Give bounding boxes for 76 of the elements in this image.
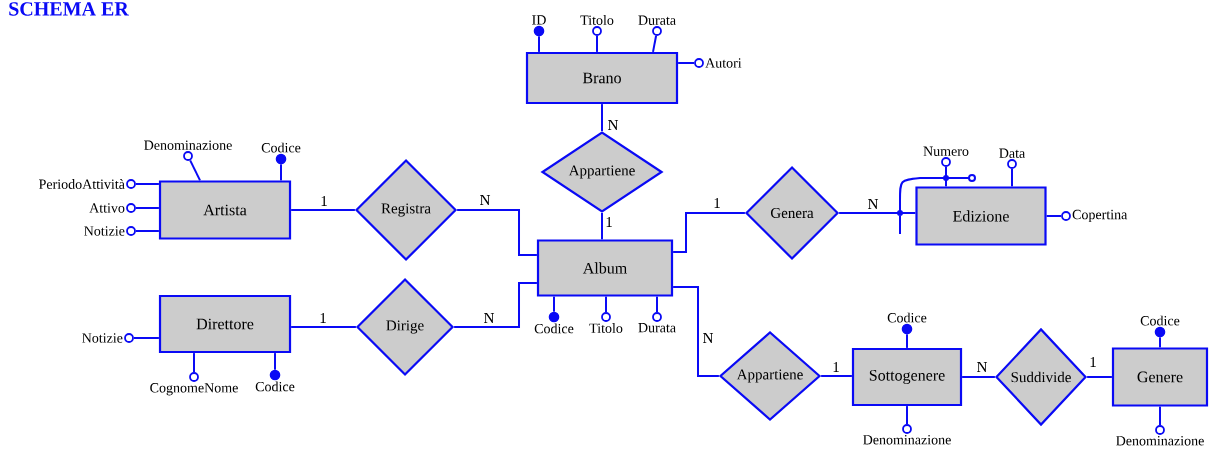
attribute-line — [134, 183, 160, 185]
attribute-line — [596, 34, 598, 53]
attribute-line — [656, 295, 658, 314]
cardinality-label: N — [480, 195, 491, 205]
attribute-label: Codice — [255, 381, 295, 392]
attribute-line — [553, 295, 555, 313]
attribute-line — [1011, 167, 1013, 188]
relationship-line — [820, 375, 853, 377]
attribute-label: Autori — [705, 58, 742, 68]
entity-box: Direttore — [158, 294, 292, 354]
attribute-line — [906, 405, 908, 426]
entity-box: Artista — [158, 180, 292, 240]
attribute-line — [906, 333, 908, 349]
attribute-label: Denominazione — [144, 140, 232, 150]
attribute-line — [538, 35, 540, 53]
relationship-line — [453, 282, 538, 328]
attribute-label: Durata — [638, 323, 676, 333]
relationship-line — [456, 209, 538, 256]
relationship-line — [290, 326, 357, 328]
attribute-line — [134, 207, 160, 209]
relationship-line — [290, 209, 356, 211]
attribute-line — [134, 230, 160, 232]
relationship-line — [672, 212, 746, 253]
cardinality-label: N — [868, 199, 879, 209]
attribute-line — [945, 165, 947, 188]
entity-box: Brano — [525, 51, 679, 105]
attribute-line — [1159, 405, 1161, 427]
attribute-line — [677, 62, 696, 64]
attribute-label: Titolo — [580, 15, 614, 25]
attribute-label: PeriodoAttività — [39, 179, 125, 189]
attribute-line — [193, 352, 195, 374]
entity-box: Genere — [1111, 347, 1209, 407]
relationship-line — [601, 103, 603, 132]
cardinality-label: N — [484, 313, 495, 323]
entity-box: Edizione — [915, 186, 1047, 246]
cardinality-label: 1 — [320, 313, 326, 323]
attribute-label: Attivo — [89, 203, 125, 213]
cardinality-label: 1 — [833, 362, 839, 372]
entity-box: Sottogenere — [851, 347, 963, 407]
attribute-label: Notizie — [84, 226, 125, 236]
cardinality-label: 1 — [714, 198, 720, 208]
relationship-line — [1086, 376, 1113, 378]
attribute-line — [189, 159, 201, 182]
attribute-label: Codice — [887, 312, 927, 323]
attribute-label: Copertina — [1072, 209, 1128, 223]
attribute-label: Denominazione — [863, 435, 951, 445]
attribute-line — [132, 337, 160, 339]
cardinality-label: N — [608, 120, 619, 130]
attribute-line — [280, 163, 282, 182]
attribute-label: Data — [999, 148, 1026, 158]
attribute-line — [605, 295, 607, 314]
relationship-line — [838, 212, 917, 214]
title: SCHEMA ER — [9, 2, 129, 16]
attribute-label: CognomeNome — [150, 383, 238, 396]
attribute-label: Codice — [261, 142, 301, 153]
attribute-line — [1159, 336, 1161, 349]
attribute-label: Codice — [1140, 315, 1180, 326]
relationship-line — [601, 212, 603, 241]
attribute-line — [1045, 215, 1063, 217]
attribute-label: Numero — [923, 146, 969, 156]
cardinality-label: 1 — [1090, 357, 1096, 367]
relationship-line — [961, 376, 996, 378]
attribute-line — [274, 352, 276, 371]
attribute-label: Denominazione — [1116, 436, 1204, 446]
entity-box: Album — [536, 239, 674, 297]
attribute-label: Notizie — [82, 333, 123, 343]
cardinality-label: N — [703, 333, 714, 343]
cardinality-label: 1 — [321, 196, 327, 206]
attribute-label: Titolo — [589, 323, 623, 333]
attribute-line — [652, 34, 658, 53]
relationship-line — [672, 286, 720, 377]
attribute-label: ID — [532, 15, 546, 25]
cardinality-label: 1 — [606, 217, 612, 227]
attribute-label: Durata — [638, 15, 676, 25]
attribute-label: Codice — [534, 323, 574, 334]
cardinality-label: N — [977, 362, 988, 372]
